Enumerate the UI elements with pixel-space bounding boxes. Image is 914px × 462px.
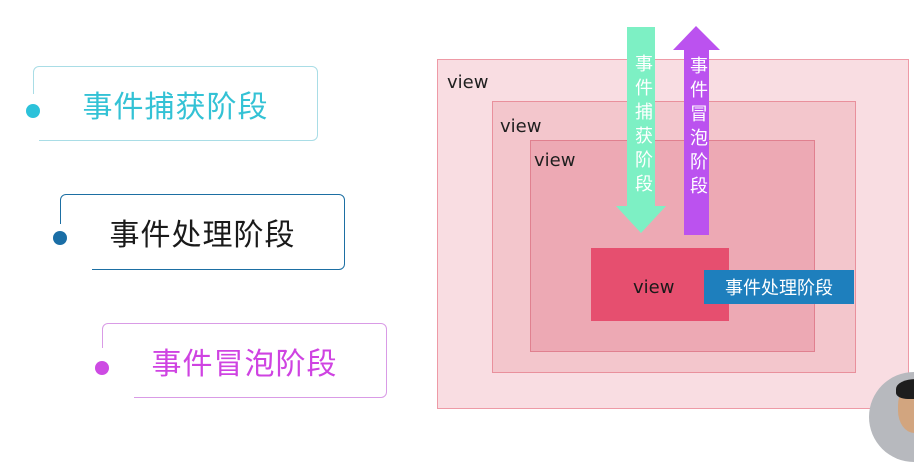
bubble-phase-card: 事件冒泡阶段 <box>102 323 387 398</box>
handle-badge-label: 事件处理阶段 <box>725 278 833 299</box>
third-view-label: view <box>534 150 576 171</box>
event-flow-diagram: 事件捕获阶段 事件处理阶段 事件冒泡阶段 view view view view… <box>25 26 914 462</box>
phase-arrows <box>616 26 720 235</box>
handle-phase-badge: 事件处理阶段 <box>704 270 854 304</box>
bubble-dot-icon <box>95 361 109 375</box>
presenter-hair <box>896 379 914 399</box>
bubble-phase-label: 事件冒泡阶段 <box>151 346 338 382</box>
capture-arrow-icon <box>616 27 666 233</box>
handle-phase-card: 事件处理阶段 <box>60 194 345 270</box>
capture-phase-card: 事件捕获阶段 <box>33 66 318 141</box>
second-view-label: view <box>500 116 542 137</box>
outer-view-label: view <box>447 72 489 93</box>
bubble-arrow-label: 事件冒泡阶段 <box>687 56 708 200</box>
bubble-arrow-icon <box>673 26 720 235</box>
capture-arrow-label: 事件捕获阶段 <box>632 54 653 198</box>
handle-dot-icon <box>53 231 67 245</box>
target-view-label: view <box>633 277 675 298</box>
handle-phase-label: 事件处理阶段 <box>109 218 296 253</box>
capture-phase-label: 事件捕获阶段 <box>82 89 269 125</box>
capture-dot-icon <box>26 104 40 118</box>
